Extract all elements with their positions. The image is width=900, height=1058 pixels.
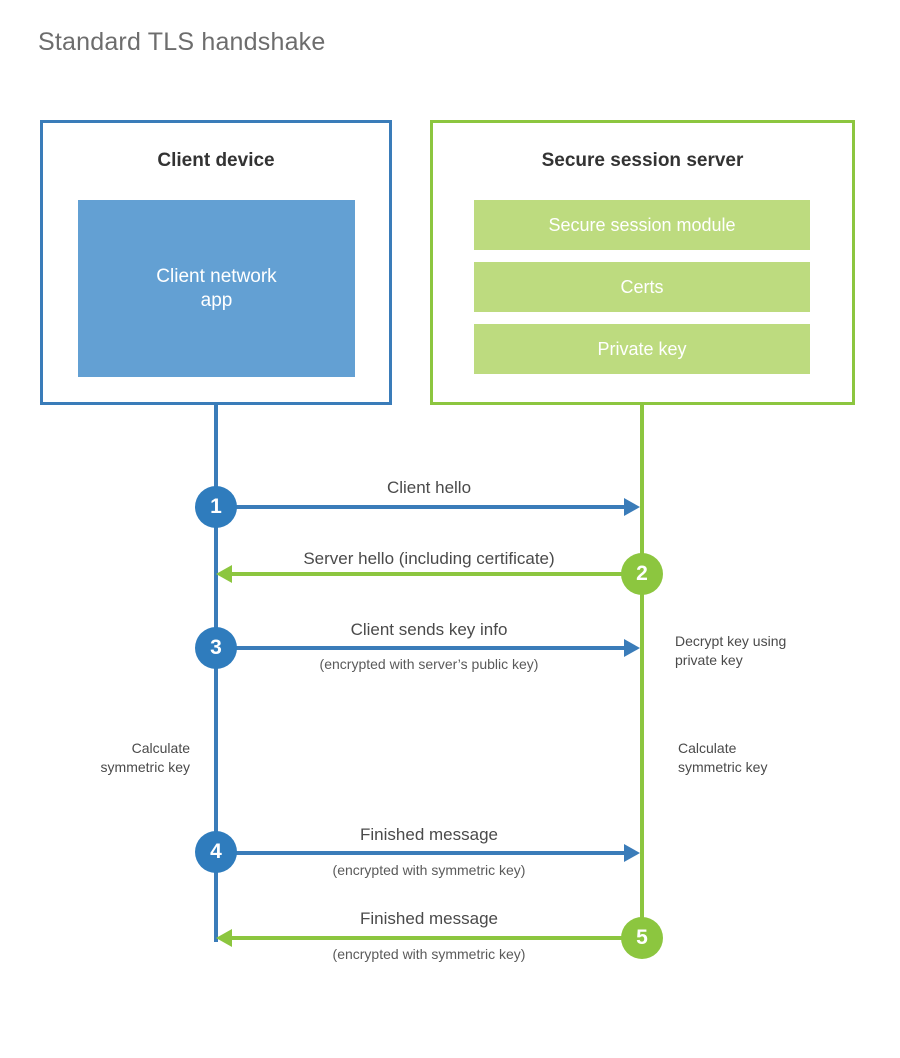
message-5-label: Finished message (360, 909, 498, 928)
client-device-box: Client device Client network app (40, 120, 392, 405)
message-3-label: Client sends key info (350, 620, 508, 639)
server-block-certs: Certs (474, 262, 810, 312)
client-network-app-block: Client network app (78, 200, 355, 377)
secure-session-server-box: Secure session server Secure session mod… (430, 120, 855, 405)
server-block-secure-session-module: Secure session module (474, 200, 810, 250)
message-1-label: Client hello (386, 478, 472, 497)
step-circle-4[interactable]: 4 (195, 831, 237, 873)
secure-session-server-title: Secure session server (541, 150, 744, 171)
message-5-sublabel: (encrypted with symmetric key) (332, 946, 526, 962)
server-lifeline (640, 405, 644, 942)
message-3-sublabel: (encrypted with server’s public key) (319, 656, 539, 672)
server-block-private-key: Private key (474, 324, 810, 374)
step-circle-2[interactable]: 2 (621, 553, 663, 595)
step-circle-3[interactable]: 3 (195, 627, 237, 669)
message-2-line (232, 572, 642, 576)
message-4-sublabel: (encrypted with symmetric key) (332, 862, 526, 878)
message-2-label: Server hello (including certificate) (303, 549, 555, 568)
client-device-title: Client device (157, 150, 275, 171)
message-3-line (216, 646, 626, 650)
message-5-arrowhead-icon (216, 929, 232, 947)
message-3-arrowhead-icon (624, 639, 640, 657)
step-circle-5[interactable]: 5 (621, 917, 663, 959)
page-title: Standard TLS handshake (38, 28, 326, 56)
step-circle-1[interactable]: 1 (195, 486, 237, 528)
message-1-line (216, 505, 626, 509)
message-4-line (216, 851, 626, 855)
message-2-arrowhead-icon (216, 565, 232, 583)
message-4-arrowhead-icon (624, 844, 640, 862)
message-1-arrowhead-icon (624, 498, 640, 516)
message-4-label: Finished message (360, 825, 498, 844)
note-server-calculate-symmetric-key: Calculate symmetric key (678, 740, 768, 775)
note-client-calculate-symmetric-key: Calculate symmetric key (100, 740, 190, 775)
client-lifeline (214, 405, 218, 942)
message-5-line (232, 936, 642, 940)
note-server-decrypt: Decrypt key using private key (675, 633, 787, 668)
